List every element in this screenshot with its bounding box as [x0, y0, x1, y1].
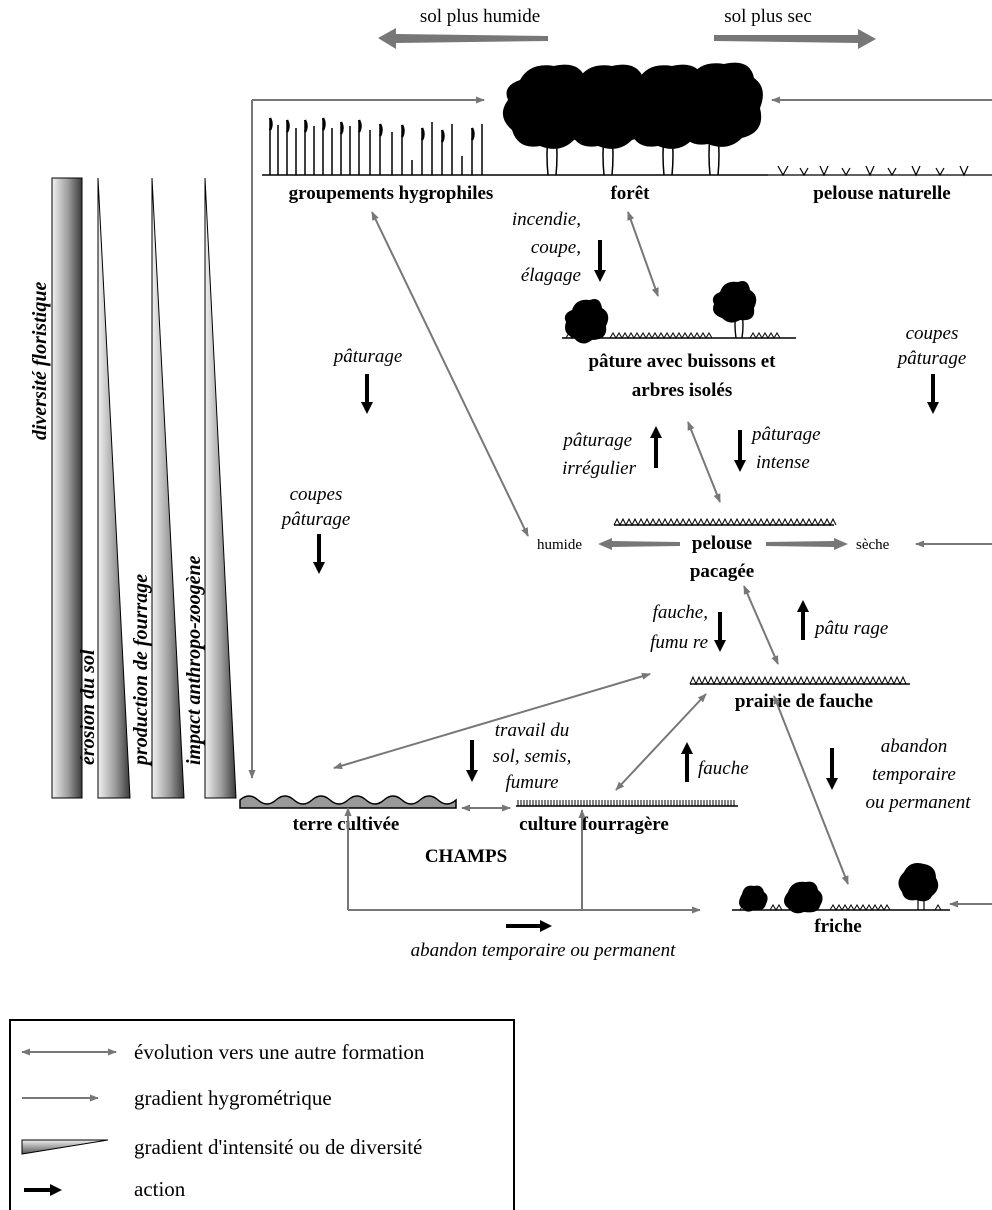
fields-label: CHAMPS [425, 846, 507, 867]
abandon-bottom-label: abandon temporaire ou permanent [411, 940, 676, 961]
pasture-bushes-label2: arbres isolés [632, 380, 732, 401]
coupes-right-label1: coupes [906, 323, 959, 344]
pature-pelouse [687, 421, 721, 503]
legend-box [9, 1019, 515, 1210]
terre-prairie [333, 672, 651, 770]
hygrophiles-humide [371, 211, 529, 537]
legend: évolution vers une autre formation gradi… [9, 1019, 515, 1210]
abandon-right-label3: ou permanent [865, 792, 971, 813]
grazed-grass-label1: pelouse [692, 533, 752, 554]
reeds-icon [262, 117, 500, 176]
legend-action-label: action [134, 1177, 186, 1201]
impact-label: impact anthropo-zoogène [183, 555, 205, 765]
forest-label: forêt [610, 183, 650, 204]
incendie-label3: élagage [521, 265, 581, 286]
dry-label: sèche [856, 537, 890, 553]
meadow-label: prairie de fauche [735, 691, 873, 712]
forage-crop-icon [516, 800, 738, 807]
pasture-bushes-icon [562, 281, 796, 344]
legend-evolution-label: évolution vers une autre formation [134, 1040, 425, 1064]
travail-label3: fumure [505, 772, 558, 793]
legend-intensity-label: gradient d'intensité ou de diversité [134, 1135, 422, 1159]
wetter-label: sol plus humide [420, 6, 540, 27]
action-arrows [313, 240, 939, 932]
diversity-wedge [51, 177, 83, 799]
wetter-arrow [378, 28, 548, 49]
grazed-grass-icon [613, 517, 837, 527]
cultivated-land-label: terre cultivée [293, 814, 400, 835]
prairie-friche [773, 695, 849, 885]
foret-pature [627, 211, 659, 297]
grazed-grass-label2: pacagée [690, 561, 754, 582]
evolution-arrows [248, 96, 992, 914]
pelouse-prairie [743, 585, 779, 665]
travail-label1: travail du [495, 720, 569, 741]
legend-wedge-icon [21, 1139, 109, 1155]
natural-grass-label: pelouse naturelle [813, 183, 950, 204]
action-labels: incendie, coupe, élagage pâturage coupes… [280, 209, 972, 961]
incendie-label2: coupe, [531, 237, 581, 258]
drier-arrow [714, 29, 876, 49]
humid-gradient-arrow [598, 538, 680, 550]
impact-wedge [204, 177, 237, 799]
pasture-bushes-label1: pâture avec buissons et [588, 351, 776, 372]
fauche-label: fauche [698, 758, 749, 779]
coupes-left-label2: pâturage [280, 509, 351, 530]
production-wedge [151, 177, 185, 799]
dry-gradient-arrow [766, 538, 848, 550]
fallow-label: friche [814, 916, 861, 937]
irregulier-label1: pâturage [561, 430, 632, 451]
cultivated-land-icon [239, 795, 457, 809]
fauche-fumure-label2: fumu re [650, 632, 708, 653]
natural-grass-icon [768, 165, 992, 177]
fauche-fumure-label1: fauche, [653, 602, 708, 623]
abandon-right-label2: temporaire [872, 764, 956, 785]
diversity-label: diversité floristique [29, 282, 51, 440]
erosion-wedge [97, 177, 131, 799]
culture-prairie [615, 693, 707, 791]
irregulier-label2: irrégulier [562, 458, 636, 479]
intense-label1: pâturage [750, 424, 821, 445]
paturage-right-label: pâtu rage [813, 618, 888, 639]
production-label: production de fourrage [130, 574, 152, 767]
intense-label2: intense [756, 452, 810, 473]
humid-label: humide [537, 537, 582, 553]
forest-icon [500, 62, 768, 176]
coupes-right-label2: pâturage [896, 348, 967, 369]
forage-crop-label: culture fourragère [519, 814, 669, 835]
top-gradient-arrows: sol plus humide sol plus sec [378, 6, 876, 49]
hygrophiles-label: groupements hygrophiles [289, 183, 494, 204]
fallow-icon [732, 863, 950, 914]
legend-hygro-label: gradient hygrométrique [134, 1086, 332, 1110]
travail-label2: sol, semis, [493, 746, 572, 767]
meadow-icon [689, 675, 910, 686]
paturage-left-label: pâturage [332, 346, 403, 367]
incendie-label1: incendie, [512, 209, 581, 230]
gradient-wedges: diversité floristique érosion du sol pro… [29, 177, 237, 799]
erosion-label: érosion du sol [77, 649, 99, 765]
abandon-right-label1: abandon [881, 736, 948, 757]
drier-label: sol plus sec [724, 6, 812, 27]
coupes-left-label1: coupes [290, 484, 343, 505]
